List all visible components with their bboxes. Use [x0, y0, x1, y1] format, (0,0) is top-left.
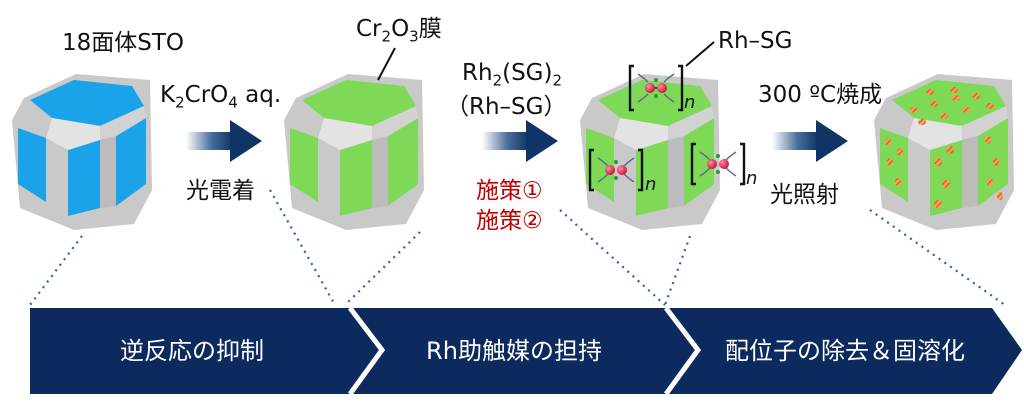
rh2sg2-label: Rh2(SG)2 — [462, 60, 563, 90]
chevron-label-1: 逆反応の抑制 — [120, 337, 264, 365]
n-subscript-top: n — [684, 92, 696, 113]
chevron-label-2: Rh助触媒の担持 — [426, 337, 602, 365]
n-subscript-right: n — [746, 168, 758, 189]
rhsg-pointer — [685, 41, 715, 67]
cr2o3-pointer — [377, 47, 396, 81]
photodeposition-label: 光電着 — [186, 178, 255, 204]
measure-1-label: 施策① — [476, 178, 543, 204]
n-subscript-left: n — [645, 174, 657, 195]
rhsg-paren-label: （Rh–SG） — [446, 94, 567, 120]
final-crystal — [874, 74, 1014, 230]
chevron-label-3: 配位子の除去＆固溶化 — [725, 337, 965, 365]
rhsg-label: Rh–SG — [718, 28, 793, 54]
chevron-separators — [347, 306, 702, 396]
cr2o3-crystal — [284, 74, 424, 230]
rhsg-cluster-left — [588, 148, 644, 192]
arrow-1 — [186, 120, 262, 162]
arrow-3 — [772, 120, 848, 162]
guide-lines — [29, 189, 1006, 306]
measure-2-label: 施策② — [476, 208, 543, 234]
irradiation-label: 光照射 — [770, 182, 839, 208]
sto-crystal — [12, 74, 152, 230]
sto-label: 18面体STO — [62, 30, 185, 56]
rhsg-cluster-right — [690, 142, 746, 186]
rhsg-crystal — [580, 74, 720, 230]
calcination-label: 300 ºC焼成 — [758, 82, 883, 108]
rh-particles — [885, 87, 1003, 208]
arrow-2 — [482, 120, 558, 162]
cr2o3-label: Cr2O3膜 — [356, 16, 442, 46]
chevron-banner — [30, 308, 1022, 394]
k2cro4-label: K2CrO4 aq. — [160, 82, 282, 112]
rhsg-cluster-top — [628, 64, 684, 112]
